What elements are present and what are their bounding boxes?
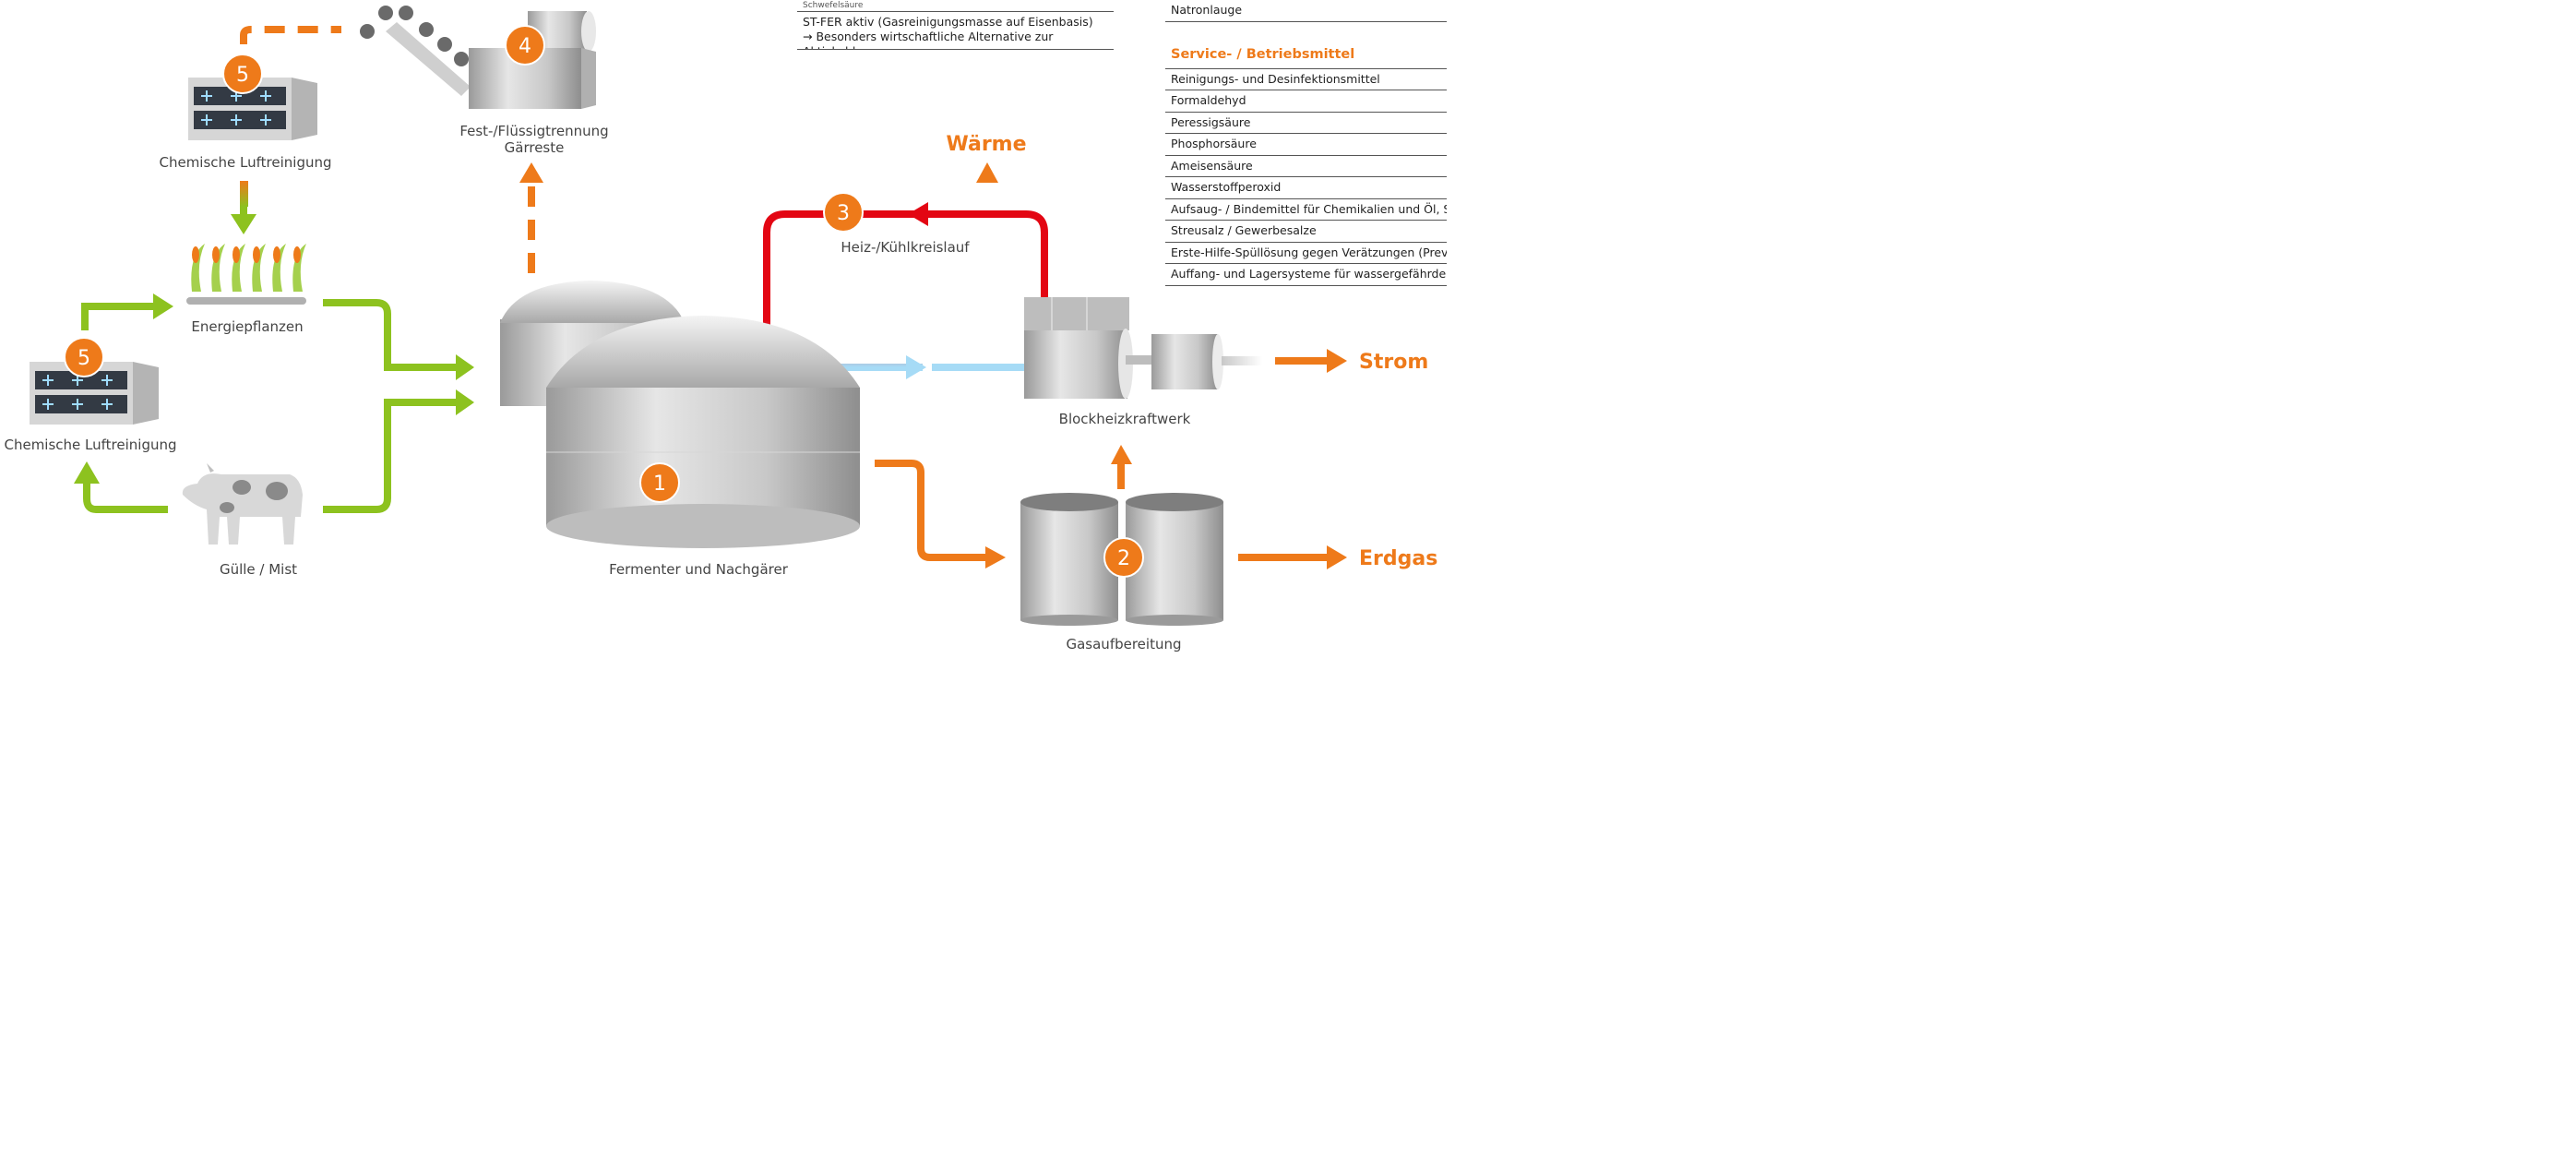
tank-icon: [546, 316, 860, 548]
output-natural-gas: Erdgas: [1359, 547, 1437, 570]
step-marker-1: 1: [639, 462, 680, 503]
table-row: Phosphorsäure: [1165, 134, 1447, 156]
table-row: Erste-Hilfe-Spüllösung gegen Verätzungen…: [1165, 243, 1447, 264]
label-chemical-air-cleaning-left: Chemische Luftreinigung: [4, 437, 176, 453]
product-table-service: Natronlauge Service- / Betriebsmittel Re…: [1165, 0, 1447, 286]
label-chp: Blockheizkraftwerk: [1059, 411, 1191, 427]
output-power: Strom: [1359, 351, 1428, 374]
step-marker-2: 2: [1103, 537, 1144, 578]
table-cell: ST-FER aktiv (Gasreinigungsmasse auf Eis…: [803, 15, 1093, 29]
output-heat: Wärme: [946, 133, 1026, 156]
label-fermenter: Fermenter und Nachgärer: [609, 561, 789, 578]
svg-text:4: 4: [519, 35, 531, 58]
table-row: Schwefelsäure: [797, 0, 1114, 12]
arrowheads-green: [74, 214, 474, 484]
svg-text:5: 5: [236, 64, 249, 87]
conveyor-icon: [360, 6, 471, 96]
svg-text:5: 5: [78, 347, 90, 370]
step-marker-5: 5: [222, 54, 263, 94]
flow-green: [81, 205, 459, 513]
label-manure: Gülle / Mist: [220, 561, 297, 578]
table-cell: → Besonders wirtschaftliche Alternative …: [803, 30, 1054, 49]
svg-text:1: 1: [653, 473, 666, 496]
step-marker-3: 3: [823, 192, 864, 233]
table-row: Natronlauge: [1165, 0, 1447, 22]
table-row: Reinigungs- und Desinfektionsmittel: [1165, 67, 1447, 90]
label-digestate: Gärreste: [505, 139, 565, 156]
table-row: Aufsaug- / Bindemittel für Chemikalien u…: [1165, 199, 1447, 221]
table-row: Peressigsäure: [1165, 113, 1447, 134]
table-row: Auffang- und Lagersysteme für wassergefä…: [1165, 264, 1447, 286]
svg-text:3: 3: [837, 202, 850, 225]
label-separation: Fest-/Flüssigtrennung: [459, 123, 608, 139]
table-row: Ameisensäure: [1165, 156, 1447, 177]
label-gas-treatment: Gasaufbereitung: [1066, 636, 1181, 652]
flow-dashed-orange: [240, 26, 535, 273]
label-energy-crops: Energiepflanzen: [191, 318, 303, 335]
label-chemical-air-cleaning-top: Chemische Luftreinigung: [159, 154, 331, 171]
label-heating-cooling: Heiz-/Kühlkreislauf: [841, 239, 970, 256]
product-table-gas-cleaning: Schwefelsäure ST-FER aktiv (Gasreinigung…: [797, 0, 1114, 50]
flow-orange: [875, 357, 1329, 561]
cow-icon: [182, 463, 303, 545]
plants-icon: [186, 244, 306, 305]
table-row: Formaldehyd: [1165, 90, 1447, 113]
biogas-process-diagram: 1 2 3 4 5 5 Chemische Luftreinigung Chem…: [4, 6, 1437, 652]
step-marker-4: 4: [505, 25, 545, 66]
table-row: Streusalz / Gewerbesalze: [1165, 221, 1447, 243]
chp-engine-icon: [1024, 297, 1262, 399]
arrowheads-orange: [985, 349, 1347, 569]
svg-text:2: 2: [1117, 547, 1130, 570]
table-row: Wasserstoffperoxid: [1165, 177, 1447, 199]
table-heading: Service- / Betriebsmittel: [1171, 46, 1355, 62]
table-row: ST-FER aktiv (Gasreinigungsmasse auf Eis…: [797, 12, 1114, 50]
step-marker-5: 5: [64, 337, 104, 377]
